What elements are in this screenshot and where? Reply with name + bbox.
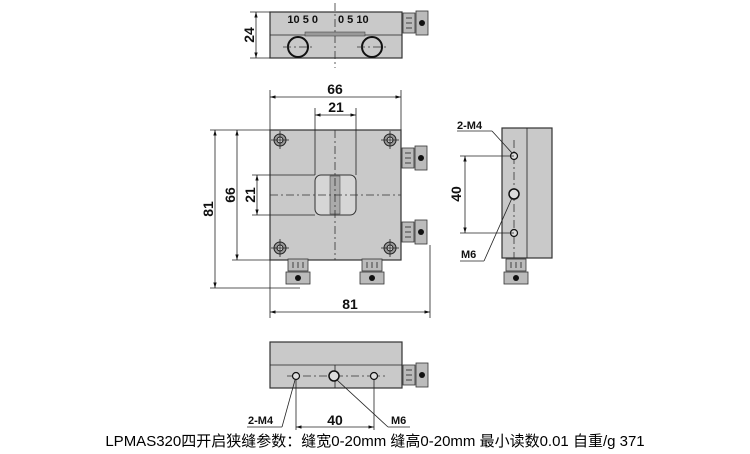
- micrometer-icon: [402, 10, 429, 36]
- bottom-center-label: M6: [391, 415, 406, 427]
- dim-height-81: 81: [200, 201, 216, 217]
- micrometer-icon: [401, 219, 428, 245]
- spec-caption: LPMAS320四开启狭缝参数：缝宽0-20mm 缝高0-20mm 最小读数0.…: [105, 433, 645, 450]
- side-dim-40: 40: [448, 186, 464, 202]
- side-center-label: M6: [461, 249, 476, 261]
- dim-height-24: 24: [241, 27, 257, 43]
- bottom-dim-40: 40: [327, 412, 343, 428]
- scale-right-label: 0 5 10: [338, 14, 369, 26]
- front-view: 66 21 81 66 21 81: [200, 81, 431, 318]
- dim-slot-width-21: 21: [328, 99, 344, 115]
- side-view: 40 2-M4 M6: [448, 120, 553, 285]
- dim-width-66: 66: [327, 81, 343, 97]
- micrometer-icon: [503, 258, 529, 285]
- dim-slot-height-21: 21: [242, 187, 258, 203]
- scale-left-label: 10 5 0: [287, 14, 318, 26]
- bottom-hole-label: 2-M4: [248, 415, 274, 427]
- micrometer-icon: [285, 258, 311, 285]
- top-view: 24 10 5 0 0 5 10: [241, 3, 429, 68]
- dim-height-66: 66: [222, 187, 238, 203]
- micrometer-icon: [359, 258, 385, 285]
- bottom-view: 40 2-M4 M6: [247, 341, 429, 430]
- micrometer-icon: [401, 145, 428, 171]
- side-hole-label: 2-M4: [457, 120, 483, 132]
- dim-width-81: 81: [342, 296, 358, 312]
- micrometer-icon: [402, 362, 429, 388]
